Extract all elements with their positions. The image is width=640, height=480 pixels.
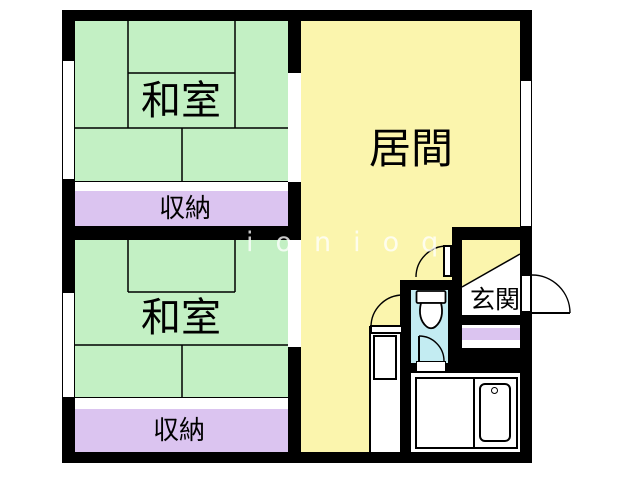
watermark-text: ionioq [246,227,461,258]
wall-toilet-left-lower [400,373,411,452]
label-japanese-room-lower: 和室 [141,295,221,341]
label-storage-upper: 収納 [159,194,212,224]
wall-entrance-bottom [452,315,520,325]
label-entrance: 玄関 [470,285,521,314]
wall-entrance-top [452,227,532,240]
window-right [520,80,532,227]
wall-entrance-left [452,240,462,280]
wall-outer-left-1 [62,10,75,60]
wall-bath-top [452,348,520,373]
shoe-cabinet [462,328,520,340]
label-living-room: 居間 [369,124,454,173]
label-storage-lower: 収納 [153,416,206,446]
corridor-left-edge [369,326,371,452]
room-storage-lower [75,409,288,452]
wall-outer-right-1 [520,10,532,80]
water-heater-fixture [373,335,397,380]
wall-mid-1 [288,21,301,73]
label-japanese-room-upper: 和室 [141,78,221,124]
wall-mid-3 [288,347,301,452]
door-arc-front [531,274,571,314]
wall-outer-left-3 [62,398,75,463]
bathtub-drain [491,387,498,394]
door-leaf-corridor [370,325,403,334]
wall-mid-2 [288,182,301,240]
wall-outer-bottom [62,452,532,463]
door-leaf-front [520,274,532,313]
wall-outer-right-3 [520,313,532,463]
room-toilet [411,290,448,363]
window-left-upper [62,60,75,180]
counter-divider [473,377,475,449]
wall-outer-top [62,10,532,21]
room-storage-upper [75,191,288,226]
window-left-lower [62,292,75,398]
wall-between-rooms [62,226,301,240]
toilet-threshold [416,361,446,372]
wall-outer-right-2 [520,227,532,274]
